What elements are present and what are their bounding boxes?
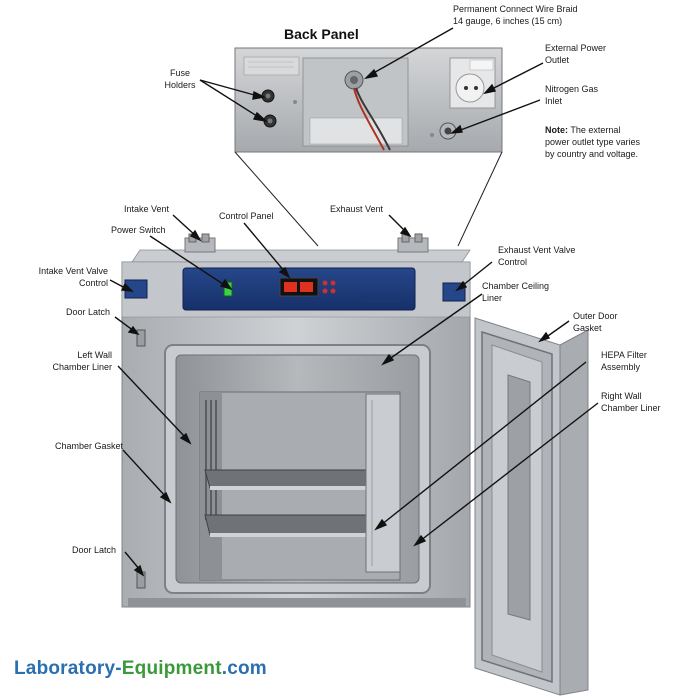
back-panel-inset: [234, 47, 503, 153]
label-exhaust-valve-line2: Control: [498, 257, 528, 267]
label-intake-vent-valve: Intake Vent Valve Control: [20, 265, 108, 289]
inset-connectors: [234, 151, 503, 247]
label-right-wall-line1: Right Wall: [601, 391, 642, 401]
label-outer-door-gasket: Outer Door Gasket: [573, 310, 618, 334]
label-wire-braid: Permanent Connect Wire Braid 14 gauge, 6…: [453, 3, 578, 27]
label-hepa-line1: HEPA Filter: [601, 350, 647, 360]
note-body: The external power outlet type varies by…: [545, 125, 641, 159]
note-bold: Note:: [545, 125, 568, 135]
label-wire-braid-line2: 14 gauge, 6 inches (15 cm): [453, 16, 563, 26]
label-nitrogen-gas-inlet: Nitrogen Gas Inlet: [545, 83, 598, 107]
label-chamber-gasket: Chamber Gasket: [55, 441, 124, 451]
label-door-latch-top: Door Latch: [66, 307, 111, 317]
label-exhaust-vent-valve: Exhaust Vent Valve Control: [498, 244, 575, 268]
diagram-title: Back Panel: [284, 26, 359, 42]
label-left-wall-liner: Left Wall Chamber Liner: [40, 349, 112, 373]
label-exhaust-vent: Exhaust Vent: [330, 204, 384, 214]
label-exhaust-valve-line1: Exhaust Vent Valve: [498, 245, 576, 255]
oven-cabinet: [121, 233, 471, 608]
label-intake-valve-line1: Intake Vent Valve: [38, 266, 108, 276]
label-intake-valve-line2: Control: [78, 278, 108, 288]
label-control-panel: Control Panel: [219, 211, 274, 221]
label-door-latch-bottom: Door Latch: [72, 545, 117, 555]
label-left-wall-line2: Chamber Liner: [52, 362, 112, 372]
label-right-wall-line2: Chamber Liner: [601, 403, 661, 413]
label-hepa-line2: Assembly: [601, 362, 641, 372]
label-nitrogen-line1: Nitrogen Gas: [545, 84, 599, 94]
pointer-arrows: [109, 27, 599, 577]
label-outer-gasket-line1: Outer Door: [573, 311, 618, 321]
label-hepa-filter: HEPA Filter Assembly: [601, 349, 647, 373]
brand-part2: Equipment: [121, 658, 222, 679]
label-external-power-outlet-line1: External Power: [545, 43, 607, 53]
label-fuse-holders-line1: Fuse: [169, 68, 190, 78]
label-ceiling-line2: Liner: [482, 293, 503, 303]
label-intake-vent: Intake Vent: [124, 204, 170, 214]
label-ceiling-line1: Chamber Ceiling: [482, 281, 550, 291]
brand-logo-text: Laboratory-Equipment.com: [14, 658, 267, 680]
label-nitrogen-line2: Inlet: [545, 96, 563, 106]
label-external-power-outlet: External Power Outlet: [545, 42, 606, 66]
label-left-wall-line1: Left Wall: [77, 350, 112, 360]
label-power-switch: Power Switch: [111, 225, 166, 235]
label-chamber-ceiling-liner: Chamber Ceiling Liner: [482, 280, 549, 304]
label-wire-braid-line1: Permanent Connect Wire Braid: [453, 4, 578, 14]
note-text: Note: The external power outlet type var…: [545, 124, 645, 160]
open-door: [474, 317, 589, 696]
brand-part3: .com: [221, 658, 267, 679]
label-outer-gasket-line2: Gasket: [573, 323, 602, 333]
label-external-power-outlet-line2: Outlet: [545, 55, 570, 65]
brand-part1: Laboratory-: [14, 658, 122, 679]
label-fuse-holders-line2: Holders: [164, 80, 196, 90]
label-right-wall-liner: Right Wall Chamber Liner: [601, 390, 661, 414]
label-fuse-holders: Fuse Holders: [160, 67, 200, 91]
